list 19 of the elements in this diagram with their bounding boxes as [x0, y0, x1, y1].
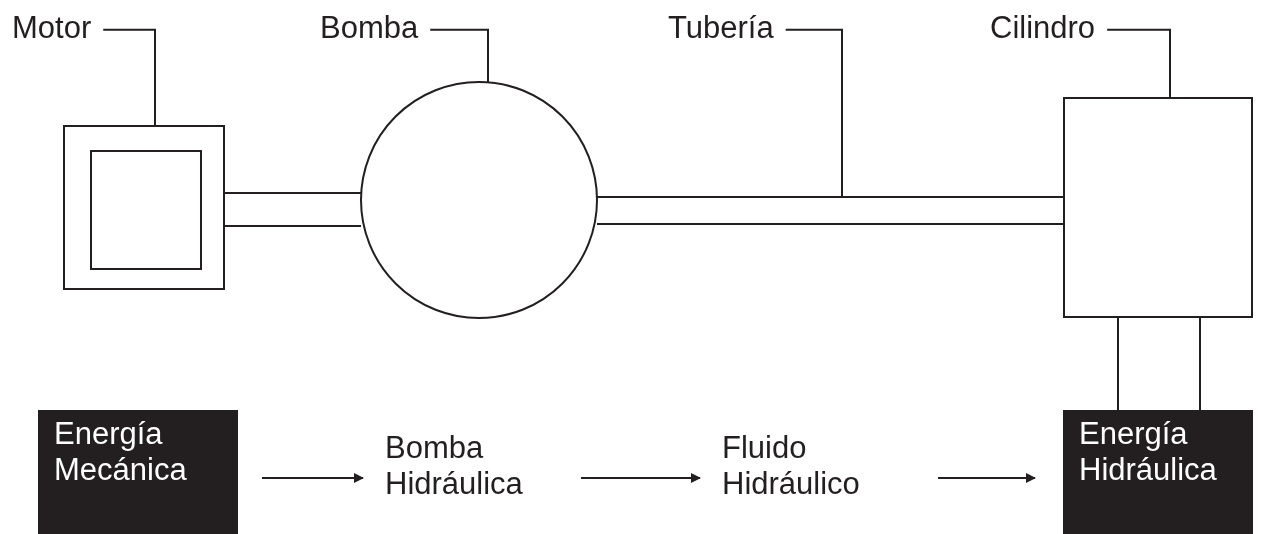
- leader-line: [102, 28, 156, 126]
- arrow: [261, 473, 364, 483]
- stage-label: Bomba Hidráulica: [385, 430, 575, 502]
- leader-line: [784, 28, 843, 197]
- motor-drawing: [63, 125, 225, 290]
- pump-circle: [360, 81, 598, 319]
- arrow: [580, 473, 701, 483]
- arrow: [937, 473, 1036, 483]
- leader-line: [1106, 28, 1171, 98]
- part-label: Cilindro: [990, 10, 1096, 46]
- leader-line: [429, 28, 489, 84]
- energy-box: Energía Mecánica: [38, 410, 238, 534]
- stage-label: Fluido Hidráulico: [722, 430, 932, 502]
- cylinder-box: [1063, 97, 1253, 318]
- pipe-drawing: [597, 196, 1064, 225]
- energy-box: Energía Hidráulica: [1063, 410, 1253, 534]
- part-label: Bomba: [320, 10, 419, 46]
- part-label: Motor: [12, 10, 92, 46]
- part-label: Tubería: [668, 10, 774, 46]
